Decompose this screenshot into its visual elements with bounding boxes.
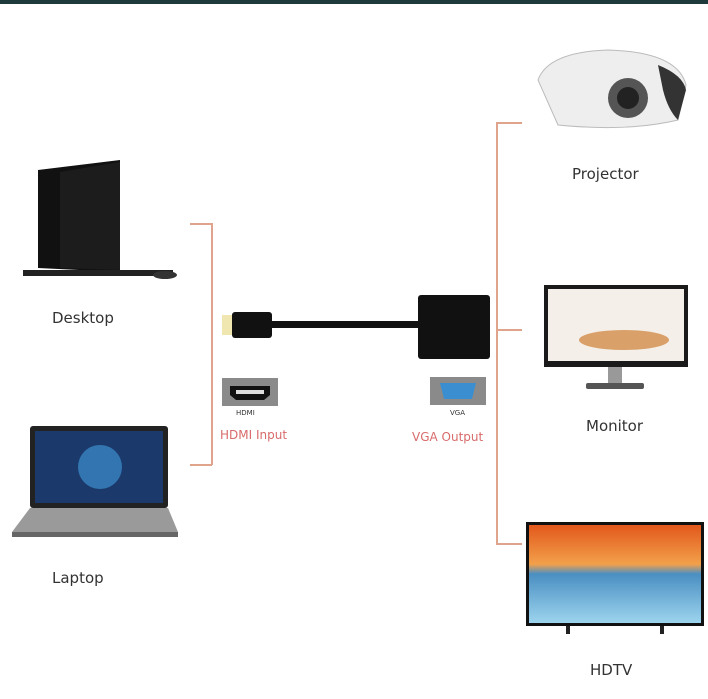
hdmi-port-label: HDMI <box>236 409 255 417</box>
connector-line <box>190 464 212 466</box>
connector-line <box>496 329 522 331</box>
source-label-desktop: Desktop <box>52 309 114 327</box>
source-label-laptop: Laptop <box>52 569 104 587</box>
top-bar <box>0 0 708 4</box>
output-label-monitor: Monitor <box>586 417 644 435</box>
hdtv-icon <box>526 522 704 634</box>
connector-line <box>496 543 522 545</box>
connector-line <box>496 122 522 124</box>
hdmi-port-icon <box>222 378 278 406</box>
hdmi-to-vga-adapter <box>222 295 490 359</box>
desktop-computer-icon <box>23 160 177 279</box>
monitor-icon <box>544 285 688 389</box>
output-label-projector: Projector <box>572 165 639 183</box>
connector-line <box>496 122 498 544</box>
vga-port-icon <box>430 377 486 405</box>
hdmi-input-caption: HDMI Input <box>220 428 288 442</box>
vga-output-caption: VGA Output <box>412 430 484 444</box>
projector-icon <box>537 49 687 129</box>
output-label-hdtv: HDTV <box>590 661 633 679</box>
vga-port-label: VGA <box>450 409 466 417</box>
laptop-icon <box>12 426 178 537</box>
connector-line <box>190 223 212 225</box>
connector-line <box>211 223 213 465</box>
